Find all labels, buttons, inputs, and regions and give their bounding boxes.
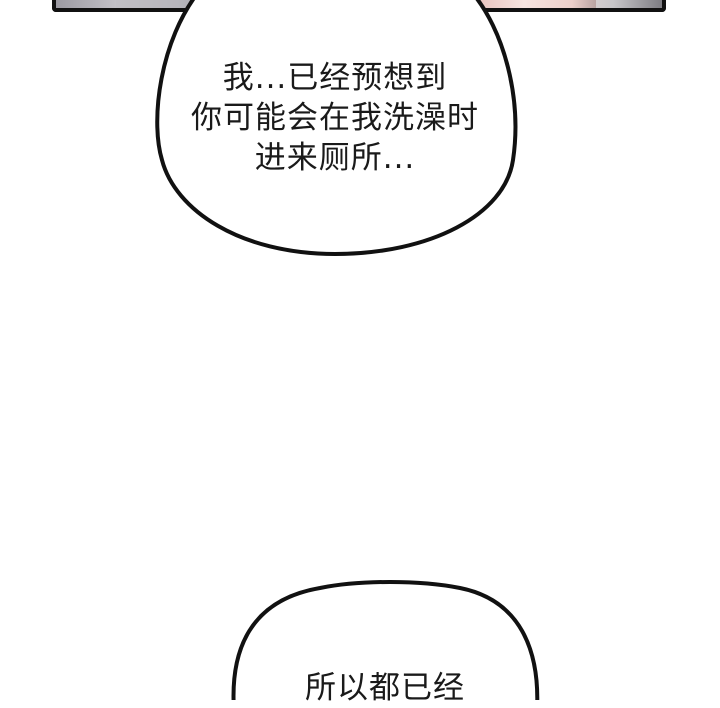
bubble-2-line-1: 所以都已经	[305, 670, 465, 706]
bubble-1-line-2: 你可能会在我洗澡时	[191, 100, 479, 136]
panel-art-left	[56, 0, 116, 8]
speech-bubble-1-text: 我...已经预想到 你可能会在我洗澡时 进来厕所...	[170, 58, 500, 178]
speech-bubble-2-text: 所以都已经	[240, 668, 530, 708]
speech-bubble-1-outline	[155, 0, 518, 257]
panel-art-right	[476, 0, 596, 8]
speech-bubble-2-outline	[231, 580, 540, 700]
bubble-1-line-1: 我...已经预想到	[222, 60, 448, 96]
bubble-1-line-3: 进来厕所...	[254, 140, 416, 176]
